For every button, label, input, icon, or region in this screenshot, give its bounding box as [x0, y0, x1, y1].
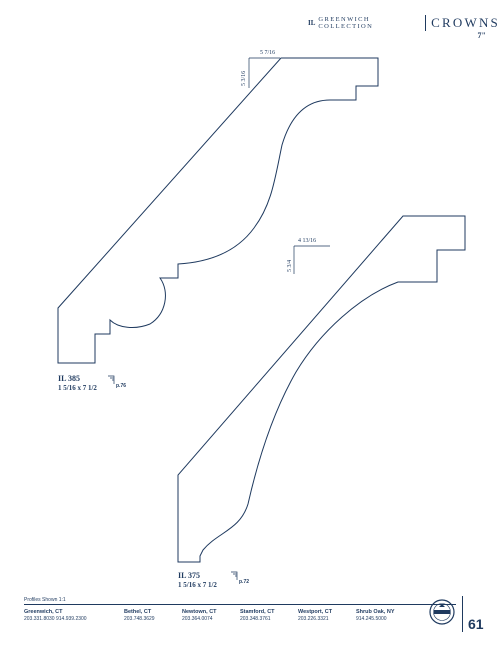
il-375-page-ref[interactable]: p.72	[239, 579, 250, 585]
il-385-dim-corner	[248, 57, 280, 88]
il-385-label: IL 385 1 5/16 x 7 1/2	[58, 374, 97, 392]
brand-mark: IL	[308, 19, 316, 27]
location-item: Newtown, CT 203.364.0074	[182, 609, 240, 622]
location-city: Stamford, CT	[240, 609, 275, 615]
il-385-dim-horizontal: 5 7/16	[260, 50, 276, 56]
location-city: Greenwich, CT	[24, 609, 63, 615]
il-385-dimensions: 1 5/16 x 7 1/2	[58, 384, 97, 392]
location-item: Greenwich, CT 203.331.8030 914.939.2300	[24, 609, 124, 622]
il-375-profile-outline	[177, 215, 466, 563]
size-label: 7"	[477, 31, 486, 40]
store-locations: Greenwich, CT 203.331.8030 914.939.2300 …	[24, 609, 414, 622]
seal-logo-icon	[429, 599, 455, 625]
collection-name: GREENWICH COLLECTION	[318, 16, 374, 30]
location-phone: 203.226.3321	[298, 616, 329, 622]
location-item: Bethel, CT 203.748.3629	[124, 609, 182, 622]
page-number: 61	[468, 616, 484, 632]
il-375-page-ref-icon	[231, 571, 238, 580]
il-375-dim-corner	[293, 245, 330, 274]
location-item: Shrub Oak, NY 914.245.5000	[356, 609, 414, 622]
scale-note: Profiles Shown 1:1	[24, 597, 66, 603]
location-item: Stamford, CT 203.348.3761	[240, 609, 298, 622]
il-375-label: IL 375 1 5/16 x 7 1/2	[178, 571, 217, 589]
brand-header: IL GREENWICH COLLECTION CROWNS	[308, 15, 500, 31]
il-385-page-ref-icon	[108, 375, 115, 384]
il-385-dim-vertical: 5 3/16	[241, 70, 247, 86]
header-divider	[425, 15, 427, 31]
location-city: Newtown, CT	[182, 609, 217, 615]
il-385-profile-outline	[57, 57, 379, 364]
location-phone: 203.331.8030 914.939.2300	[24, 616, 87, 622]
il-375-dimensions: 1 5/16 x 7 1/2	[178, 581, 217, 589]
location-city: Bethel, CT	[124, 609, 152, 615]
footer-divider	[24, 604, 456, 605]
location-phone: 914.245.5000	[356, 616, 387, 622]
il-385-code: IL 385	[58, 374, 81, 383]
category-title: CROWNS	[431, 15, 500, 30]
il-375-dim-horizontal: 4 13/16	[298, 238, 317, 244]
location-phone: 203.348.3761	[240, 616, 271, 622]
il-385-page-ref[interactable]: p.76	[116, 383, 127, 389]
location-city: Shrub Oak, NY	[356, 609, 395, 615]
il-375-code: IL 375	[178, 571, 201, 580]
location-city: Westport, CT	[298, 609, 333, 615]
il-375-dim-vertical: 5 3/4	[287, 259, 293, 272]
location-item: Westport, CT 203.226.3321	[298, 609, 356, 622]
location-phone: 203.364.0074	[182, 616, 213, 622]
location-phone: 203.748.3629	[124, 616, 155, 622]
page-number-rule	[462, 596, 463, 632]
